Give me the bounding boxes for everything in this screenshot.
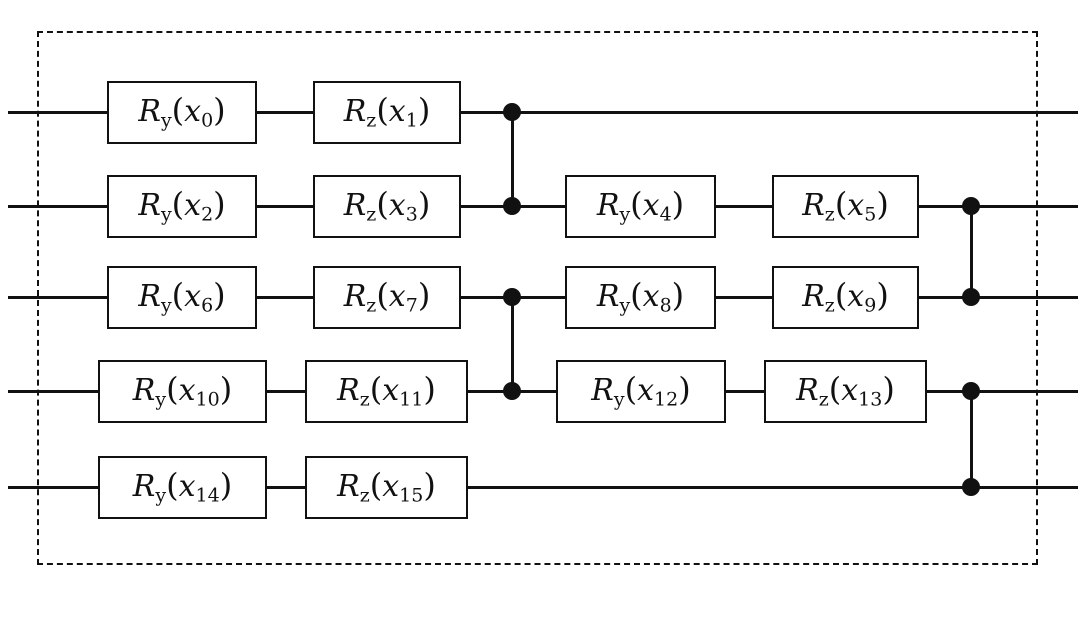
gate-label: Ry(x6)	[138, 276, 226, 317]
gate-rz-x3: Rz(x3)	[313, 175, 461, 238]
cz-q0-q1-control-dot	[503, 103, 521, 121]
wire-q3	[8, 389, 1078, 393]
gate-label: Ry(x4)	[596, 185, 685, 226]
gate-label: Ry(x12)	[591, 370, 691, 411]
wire-q4	[8, 485, 1078, 489]
gate-label: Rz(x5)	[802, 185, 889, 226]
cz-q1-q2-control-dot	[962, 197, 980, 215]
gate-label: Rz(x11)	[337, 370, 436, 411]
gate-ry-x12: Ry(x12)	[556, 360, 726, 423]
wire-q1	[8, 204, 1078, 208]
gate-rz-x15: Rz(x15)	[305, 456, 468, 519]
gate-label: Ry(x8)	[596, 276, 685, 317]
gate-ry-x6: Ry(x6)	[107, 266, 257, 329]
cz-q3-q4-link	[969, 391, 973, 487]
gate-ry-x2: Ry(x2)	[107, 175, 257, 238]
gate-label: Rz(x9)	[802, 276, 889, 317]
gate-label: Ry(x10)	[132, 370, 233, 411]
cz-q1-q2-target-dot	[962, 288, 980, 306]
cz-q2-q3-target-dot	[503, 382, 521, 400]
gate-ry-x14: Ry(x14)	[98, 456, 267, 519]
gate-label: Rz(x1)	[343, 91, 431, 132]
wire-q2	[8, 295, 1078, 299]
gate-label: Rz(x13)	[796, 370, 895, 411]
gate-ry-x4: Ry(x4)	[565, 175, 716, 238]
gate-rz-x13: Rz(x13)	[764, 360, 927, 423]
gate-label: Ry(x2)	[138, 185, 226, 226]
gate-ry-x10: Ry(x10)	[98, 360, 267, 423]
cz-q0-q1-target-dot	[503, 197, 521, 215]
gate-label: Rz(x15)	[337, 466, 436, 507]
gate-ry-x0: Ry(x0)	[107, 81, 257, 144]
gate-rz-x1: Rz(x1)	[313, 81, 461, 144]
gate-rz-x11: Rz(x11)	[305, 360, 468, 423]
gate-ry-x8: Ry(x8)	[565, 266, 716, 329]
gate-label: Rz(x3)	[343, 185, 431, 226]
cz-q2-q3-control-dot	[503, 288, 521, 306]
gate-label: Ry(x0)	[138, 91, 226, 132]
wire-q0	[8, 110, 1078, 114]
gate-label: Ry(x14)	[132, 466, 233, 507]
cz-q1-q2-link	[969, 206, 973, 297]
cz-q2-q3-link	[510, 297, 514, 391]
gate-rz-x5: Rz(x5)	[772, 175, 919, 238]
cz-q3-q4-control-dot	[962, 382, 980, 400]
cz-q0-q1-link	[510, 112, 514, 206]
cz-q3-q4-target-dot	[962, 478, 980, 496]
gate-rz-x7: Rz(x7)	[313, 266, 461, 329]
gate-label: Rz(x7)	[343, 276, 431, 317]
gate-rz-x9: Rz(x9)	[772, 266, 919, 329]
